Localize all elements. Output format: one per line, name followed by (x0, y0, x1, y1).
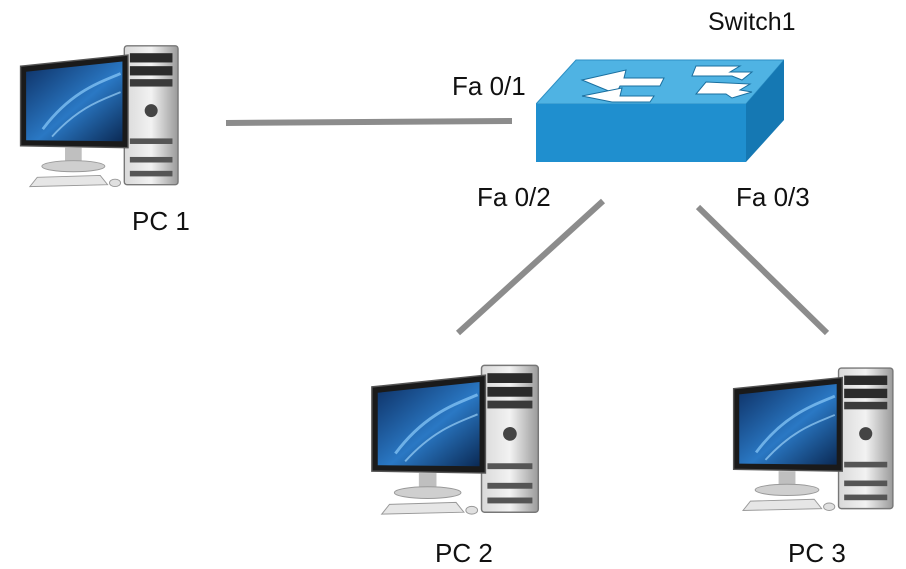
switch-icon (536, 59, 784, 162)
pc3-label: PC 3 (788, 538, 846, 568)
link-pc3-switch (695, 204, 830, 336)
pc1-label: PC 1 (132, 206, 190, 236)
port-label-fa0-1: Fa 0/1 (452, 71, 526, 101)
pc2-device[interactable] (364, 336, 554, 522)
switch-device[interactable] (536, 58, 784, 166)
desktop-computer-icon (728, 336, 906, 522)
link-pc2-switch (455, 198, 606, 336)
desktop-computer-icon (364, 336, 554, 522)
pc1-device[interactable] (8, 18, 198, 194)
pc2-label: PC 2 (435, 538, 493, 568)
pc3-device[interactable] (728, 336, 906, 522)
desktop-computer-icon (8, 18, 198, 194)
switch-label: Switch1 (708, 8, 796, 36)
link-pc1-switch (225, 118, 513, 126)
port-label-fa0-3: Fa 0/3 (736, 182, 810, 212)
port-label-fa0-2: Fa 0/2 (477, 182, 551, 212)
